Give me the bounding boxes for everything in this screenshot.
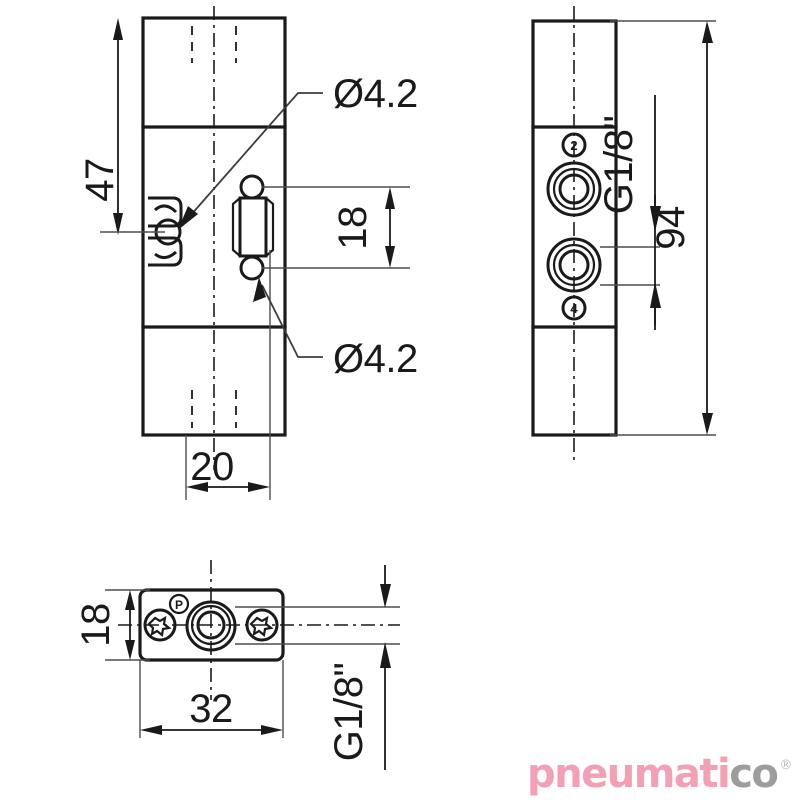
dimension-32: 32 [139, 660, 284, 738]
callout-g18-side: G1/8" [597, 95, 661, 330]
bottom-view-screw-left [143, 608, 177, 642]
dimension-47: 47 [78, 18, 165, 235]
bottom-view-screw-right [245, 608, 279, 642]
dimension-32-label: 32 [189, 687, 233, 731]
brand-logo-gray-text: co [729, 751, 779, 797]
callout-dia42-lower: Ø4.2 [253, 277, 418, 381]
callout-dia42-upper-label: Ø4.2 [333, 72, 418, 116]
front-view-hole-upper-42 [239, 174, 265, 200]
brand-logo-pink-text: pneumati [527, 751, 731, 797]
bottom-view-marking-p-label: P [175, 598, 183, 612]
side-view-group: 2 4 [531, 6, 716, 460]
dimension-18-bottom: 18 [74, 589, 150, 661]
side-view-port-indicator-4: 4 [561, 295, 587, 321]
front-view-hole-lower-42 [239, 255, 265, 281]
side-view-port-2-label: 2 [570, 138, 577, 153]
side-view-body-outline [531, 19, 618, 437]
dimension-94-label: 94 [649, 206, 693, 250]
callout-dia42-upper: Ø4.2 [178, 72, 418, 230]
bottom-view-marking-p: P [168, 593, 190, 615]
dimension-18-bottom-label: 18 [74, 603, 118, 647]
dimension-47-label: 47 [78, 158, 122, 202]
dimension-20: 20 [185, 250, 271, 500]
registered-trademark-icon: ® [779, 758, 793, 773]
callout-dia42-lower-label: Ø4.2 [333, 337, 418, 381]
front-view-group: 47 20 18 [78, 6, 418, 500]
front-view-connector-detail [148, 196, 183, 267]
bottom-view-group: P 18 32 [74, 560, 400, 770]
dimension-18-front: 18 [262, 186, 410, 269]
callout-g18-bottom-label: G1/8" [327, 663, 371, 761]
front-view-pilot-recess [231, 196, 275, 258]
side-view-port-lower [546, 237, 602, 293]
side-view-port-indicator-2: 2 [561, 132, 587, 158]
dimension-94: 94 [610, 20, 716, 436]
dimension-20-label: 20 [190, 445, 234, 489]
callout-g18-bottom: G1/8" [235, 565, 400, 770]
side-view-port-4-label: 4 [570, 301, 578, 316]
bottom-view-supply-port [185, 600, 237, 652]
side-view-port-upper [546, 161, 602, 217]
callout-g18-side-label: G1/8" [597, 116, 641, 214]
dimension-18-front-label: 18 [331, 206, 375, 250]
